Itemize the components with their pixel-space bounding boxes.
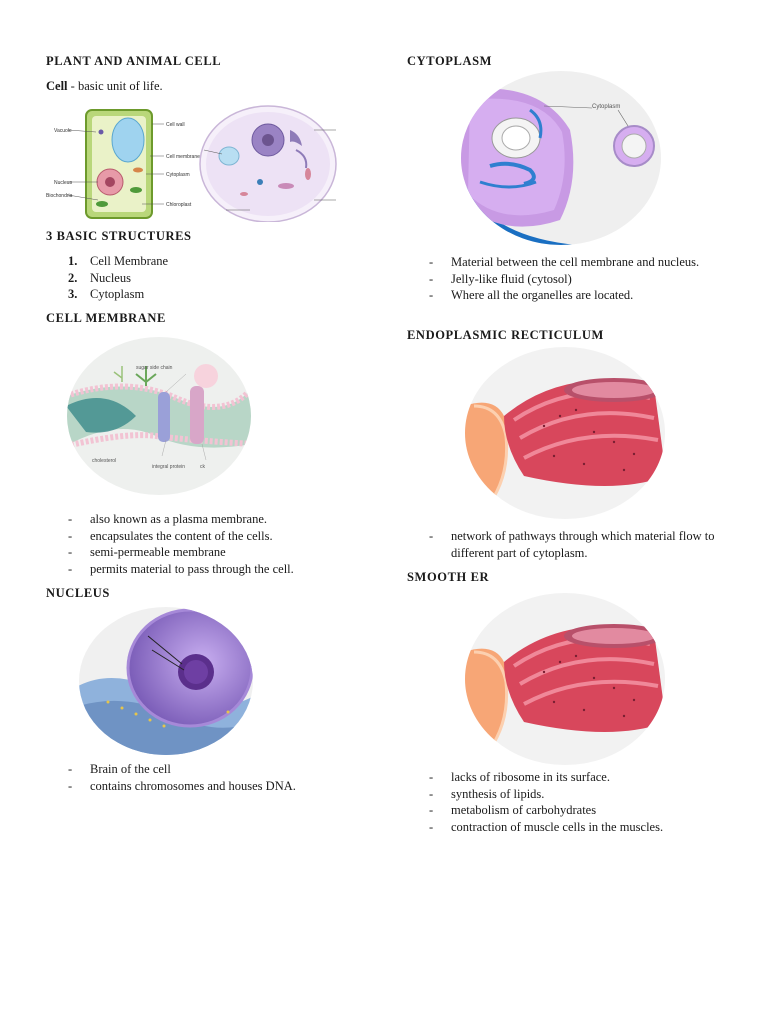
list-item: also known as a plasma membrane. [46, 511, 356, 528]
cell-definition: Cell - basic unit of life. [46, 78, 163, 95]
cytoplasm-heading: CYTOPLASM [407, 54, 493, 68]
list-item: network of pathways through which materi… [407, 528, 722, 561]
list-item: synthesis of lipids. [407, 786, 722, 803]
cell-membrane-list: also known as a plasma membrane. encapsu… [46, 511, 356, 577]
cell-term: Cell [46, 79, 68, 93]
plant-animal-cell-heading: PLANT AND ANIMAL CELL [46, 54, 222, 68]
list-item: 2.Nucleus [68, 270, 131, 285]
list-item: semi-permeable membrane [46, 544, 356, 561]
plant-label-nucleus: Nucleus [54, 180, 73, 186]
endoplasmic-reticulum-illustration [464, 346, 666, 520]
smooth-er-illustration [464, 592, 666, 766]
list-item: Where all the organelles are located. [407, 287, 722, 304]
cell-membrane-illustration: sugar side chain cholesterol integral pr… [66, 336, 252, 496]
endoplasmic-reticulum-heading: ENDOPLASMIC RECTICULUM [407, 328, 604, 342]
list-item: metabolism of carbohydrates [407, 802, 722, 819]
plant-label-chloroplast: Chloroplast [166, 202, 192, 208]
cytoplasm-list: Material between the cell membrane and n… [407, 254, 722, 304]
list-item: Jelly-like fluid (cytosol) [407, 271, 722, 288]
list-item: encapsulates the content of the cells. [46, 528, 356, 545]
plant-label-mito: Biochondria [46, 193, 73, 199]
list-item: contraction of muscle cells in the muscl… [407, 819, 722, 836]
cell-definition-text: - basic unit of life. [67, 79, 163, 93]
membrane-label-pk: ck [200, 464, 206, 470]
plant-label-vacuole: Vacuole [54, 128, 72, 134]
list-item: Material between the cell membrane and n… [407, 254, 722, 271]
basic-structures-heading: 3 BASIC STRUCTURES [46, 229, 192, 243]
membrane-label-cholesterol: cholesterol [92, 458, 116, 464]
cytoplasm-label: Cytoplasm [592, 104, 620, 110]
plant-label-wall: Cell wall [166, 122, 185, 128]
list-item: contains chromosomes and houses DNA. [46, 778, 356, 795]
nucleus-illustration [78, 606, 254, 756]
plant-label-cytoplasm: Cytoplasm [166, 172, 190, 178]
nucleus-heading: NUCLEUS [46, 586, 110, 600]
cell-membrane-heading: CELL MEMBRANE [46, 311, 166, 325]
plant-label-membrane: Cell membrane [166, 154, 200, 160]
list-item: 1.Cell Membrane [68, 254, 169, 268]
membrane-label-sugar: sugar side chain [136, 365, 173, 371]
smooth-er-heading: SMOOTH ER [407, 570, 490, 584]
list-item: Brain of the cell [46, 761, 356, 778]
plant-animal-cell-diagram: Vacuole Nucleus Biochondria Cell wall Ce… [46, 100, 346, 222]
list-item: permits material to pass through the cel… [46, 561, 356, 578]
basic-structures-list: 1.Cell Membrane 2.Nucleus 3.Cytoplasm [46, 253, 346, 303]
er-list: network of pathways through which materi… [407, 528, 722, 561]
smooth-er-list: lacks of ribosome in its surface. synthe… [407, 769, 722, 835]
membrane-label-integral: integral protein [152, 464, 185, 470]
list-item: lacks of ribosome in its surface. [407, 769, 722, 786]
nucleus-list: Brain of the cell contains chromosomes a… [46, 761, 356, 794]
list-item: 3.Cytoplasm [68, 287, 145, 301]
cytoplasm-illustration: Cytoplasm [460, 70, 662, 246]
